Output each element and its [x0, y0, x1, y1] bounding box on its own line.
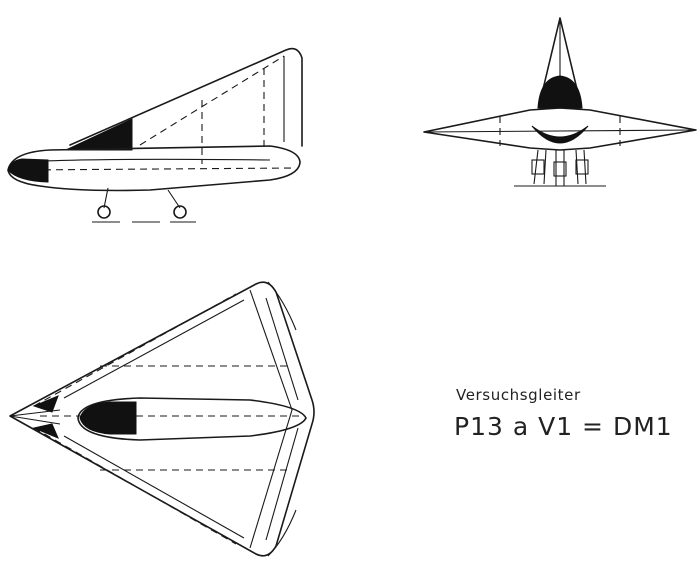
top-view — [9, 281, 315, 557]
front-view-crescent — [531, 125, 589, 144]
caption-subtitle: Versuchsgleiter — [456, 386, 581, 404]
top-view-nose-lower — [32, 423, 59, 439]
front-view — [423, 17, 697, 187]
front-view-canopy — [537, 75, 583, 109]
caption-designation: P13 a V1 = DM1 — [454, 412, 673, 441]
side-view-nose — [7, 158, 49, 183]
top-view-nose-upper — [32, 395, 59, 413]
side-view-canopy — [65, 118, 133, 151]
top-view-canopy — [79, 401, 137, 435]
side-view — [7, 47, 303, 223]
